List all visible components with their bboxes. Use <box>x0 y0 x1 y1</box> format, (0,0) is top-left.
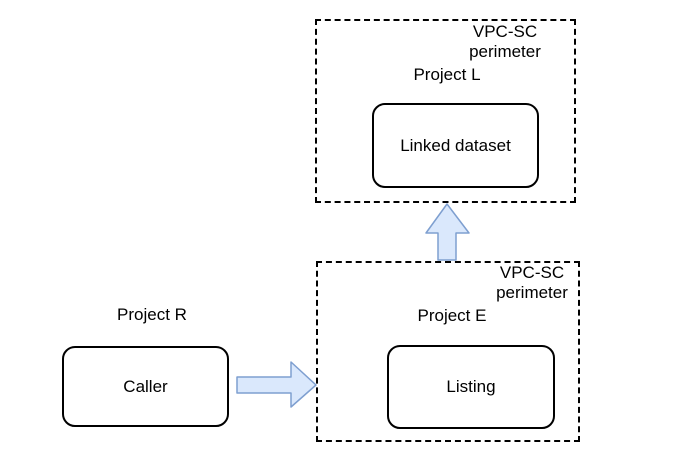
linked-dataset-node: Linked dataset <box>372 103 539 188</box>
vpc-sc-perimeter-bottom-box <box>316 261 580 442</box>
listing-node-label: Listing <box>446 377 496 396</box>
listing-node: Listing <box>387 345 555 429</box>
vpc-sc-perimeter-bottom-label: VPC-SC perimeter <box>472 263 592 303</box>
perimeter-label-line2: perimeter <box>496 283 568 302</box>
caller-node: Caller <box>62 346 229 427</box>
project-l-label: Project L <box>413 65 481 84</box>
project-e-label: Project E <box>417 306 487 325</box>
perimeter-label-line2: perimeter <box>469 42 541 61</box>
linked-dataset-node-label: Linked dataset <box>400 135 511 155</box>
caller-to-listing-arrow-icon <box>236 361 317 408</box>
listing-to-linked-dataset-arrow-icon <box>425 203 470 261</box>
perimeter-label-line1: VPC-SC <box>472 22 538 41</box>
perimeter-label-line1: VPC-SC <box>499 263 565 282</box>
vpc-sc-perimeter-top-box <box>315 19 576 203</box>
caller-node-label: Caller <box>123 376 168 396</box>
project-r-label: Project R <box>117 305 187 324</box>
vpc-sc-perimeter-top-label: VPC-SC perimeter <box>445 22 565 62</box>
